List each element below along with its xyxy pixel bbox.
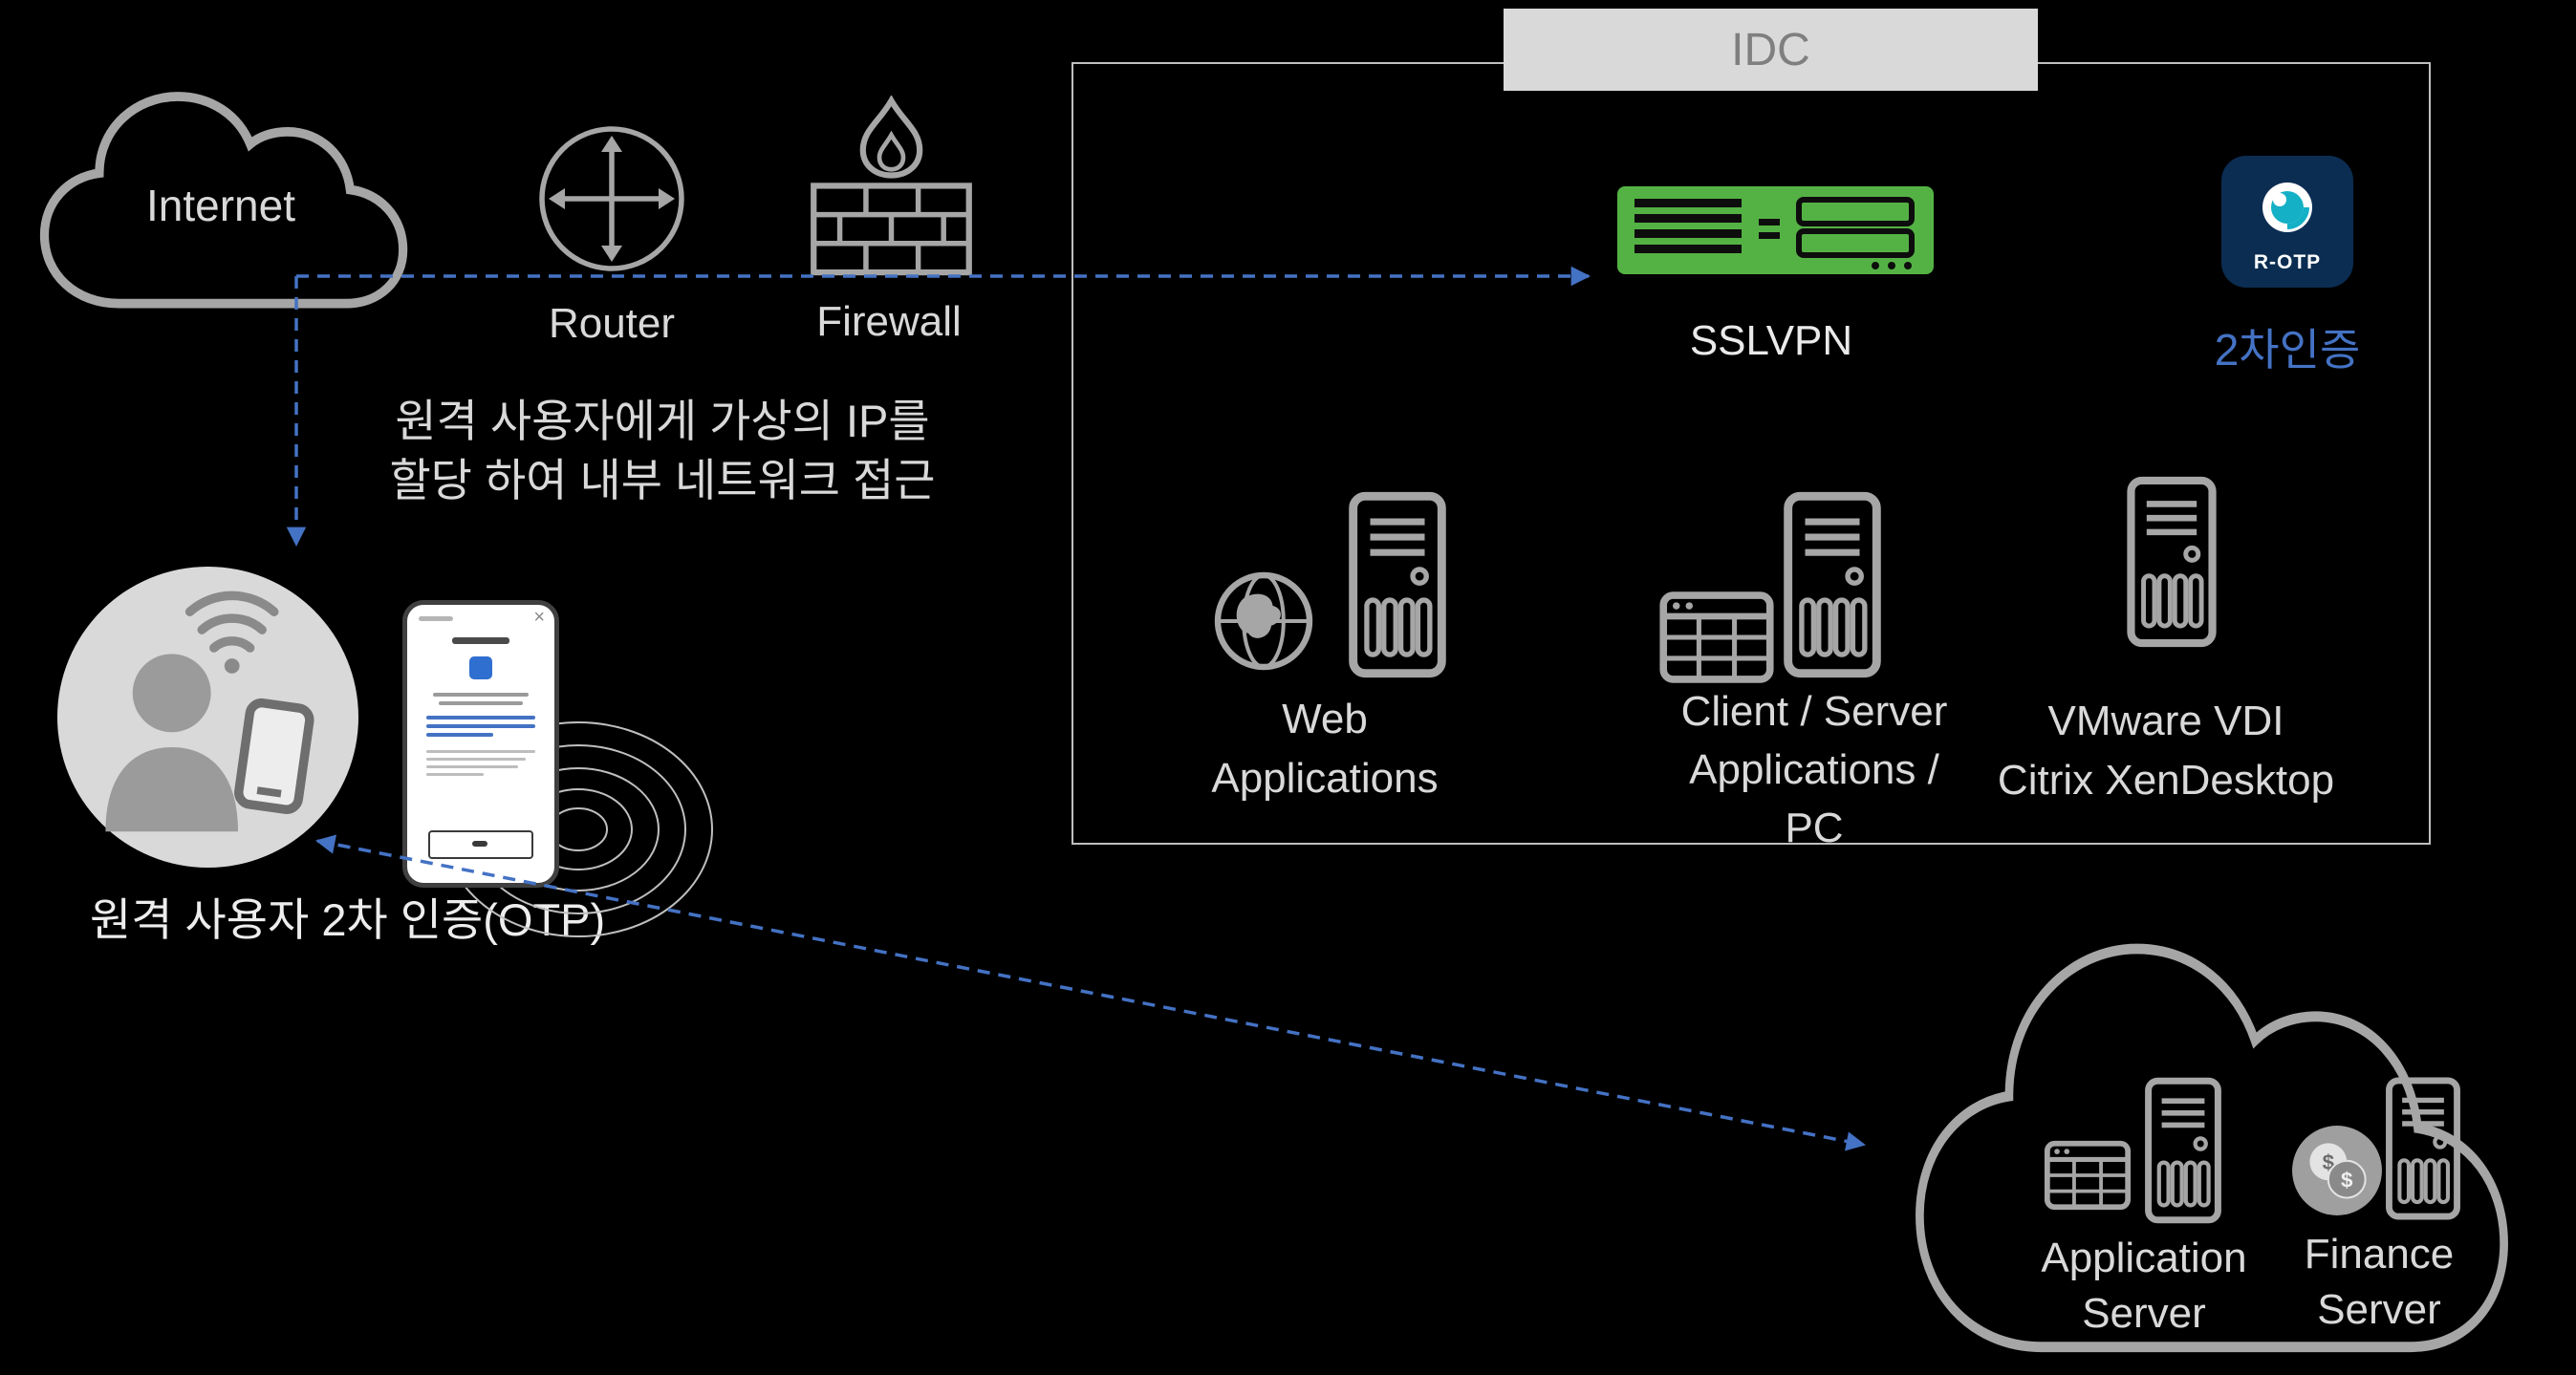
phone-header-text-placeholder [419, 616, 453, 621]
finance-coins-icon: $ $ [2290, 1124, 2384, 1217]
internet-label: Internet [146, 181, 295, 230]
phone-link-line-placeholder [426, 724, 535, 728]
phone-text-line-placeholder [426, 765, 518, 768]
vdi-server-tower-icon [2121, 476, 2222, 648]
rotp-app-name: R-OTP [2254, 251, 2321, 273]
phone-link-line-placeholder [426, 716, 535, 720]
router-icon [535, 122, 688, 275]
phone-text-line-placeholder [433, 693, 529, 697]
phone-confirm-button [428, 830, 533, 859]
server-cloud-icon [1888, 925, 2526, 1375]
web-applications-label: Web Applications [1211, 696, 1439, 802]
finance-server-label: Finance Server [2304, 1231, 2455, 1333]
application-server-tower-icon [2143, 1074, 2223, 1227]
phone-app-badge [469, 656, 492, 679]
globe-icon [1210, 568, 1317, 675]
application-server-label: Application Server [2041, 1235, 2247, 1337]
application-server-window-icon [2044, 1135, 2132, 1215]
phone-title-placeholder [452, 637, 509, 644]
phone-link-line-placeholder [426, 733, 493, 737]
firewall-label: Firewall [816, 298, 962, 345]
web-server-tower-icon [1344, 491, 1451, 678]
otp-second-factor-label: 2차인증 [2214, 325, 2361, 375]
idc-title: IDC [1731, 24, 1810, 75]
sslvpn-appliance-icon [1615, 184, 1936, 276]
phone-text-line-placeholder [426, 750, 535, 753]
vpn-note: 원격 사용자에게 가상의 IP를 할당 하여 내부 네트워크 접근 [389, 396, 936, 505]
idc-title-tab: IDC [1504, 9, 2038, 91]
phone-button-text-placeholder [472, 841, 487, 847]
otp-phone-screenshot: × [402, 600, 559, 888]
vdi-label: VMware VDI Citrix XenDesktop [1997, 698, 2335, 804]
phone-text-line-placeholder [439, 701, 523, 705]
internet-cloud-icon: Internet [25, 84, 417, 333]
phone-close-icon: × [533, 607, 545, 628]
client-server-tower-icon [1780, 491, 1885, 678]
sslvpn-label: SSLVPN [1689, 317, 1853, 364]
router-label: Router [548, 300, 676, 347]
client-window-icon [1657, 591, 1776, 684]
coin-dollar-glyph: $ [2341, 1168, 2353, 1192]
remote-user-icon [57, 567, 358, 868]
firewall-icon [808, 96, 975, 279]
phone-text-line-placeholder [426, 758, 526, 761]
client-server-label: Client / Server Applications / PC [1680, 688, 1948, 851]
finance-server-tower-icon [2384, 1068, 2462, 1229]
phone-text-line-placeholder [426, 773, 484, 776]
rotp-app-icon: R-OTP [2221, 156, 2353, 288]
